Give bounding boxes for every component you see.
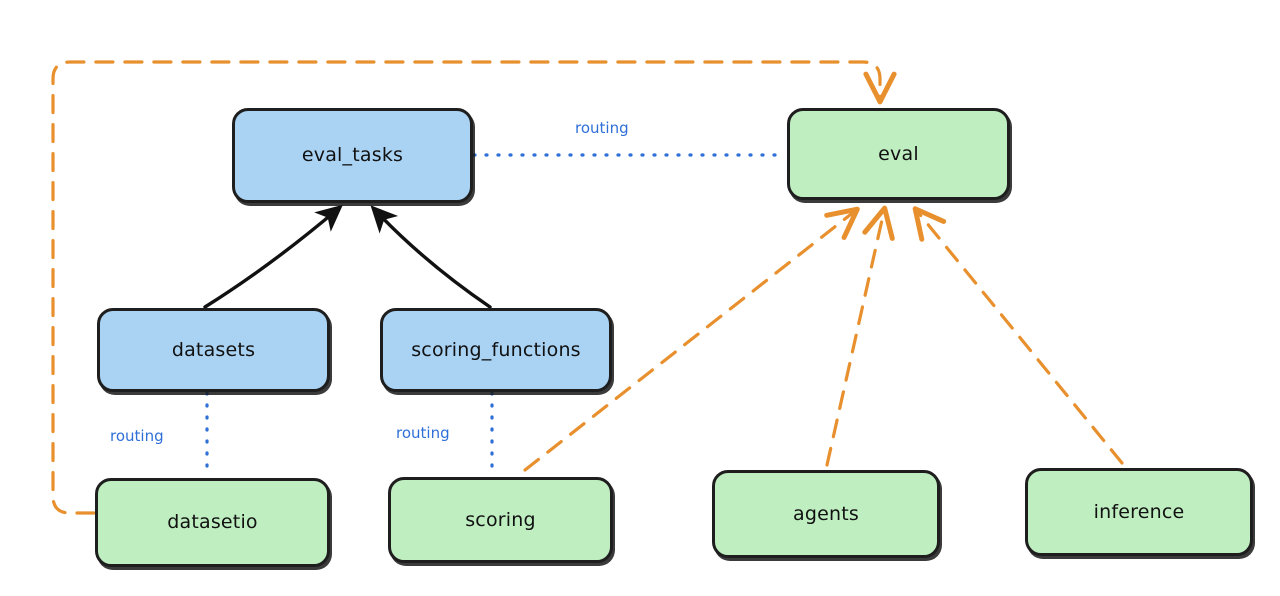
node-scoring-functions[interactable]: scoring_functions <box>380 308 612 392</box>
node-datasetio[interactable]: datasetio <box>95 478 330 567</box>
edge-agents-to-eval-dependency <box>825 205 895 467</box>
node-inference[interactable]: inference <box>1025 468 1253 556</box>
edge-label-routing-eval-tasks-eval: routing <box>575 119 629 137</box>
edge-label-routing-scoring-functions-scoring: routing <box>396 424 450 442</box>
node-label: eval_tasks <box>301 144 404 166</box>
node-scoring[interactable]: scoring <box>388 477 613 563</box>
node-label: datasetio <box>167 511 258 533</box>
edge-label-routing-datasets-datasetio: routing <box>110 427 164 445</box>
node-eval[interactable]: eval <box>787 108 1010 200</box>
edge-scoring-functions-to-eval-tasks <box>370 205 492 309</box>
node-label: scoring <box>465 508 536 531</box>
node-label: scoring_functions <box>411 338 581 361</box>
node-datasets[interactable]: datasets <box>97 308 330 392</box>
node-agents[interactable]: agents <box>712 470 940 558</box>
edge-inference-to-eval-dependency <box>912 206 1124 465</box>
node-label: eval <box>878 142 919 165</box>
node-label: agents <box>793 502 859 525</box>
node-label: inference <box>1093 500 1185 523</box>
node-label: datasets <box>171 338 256 361</box>
edge-datasets-to-eval-tasks <box>203 204 343 309</box>
node-eval-tasks[interactable]: eval_tasks <box>232 108 473 203</box>
